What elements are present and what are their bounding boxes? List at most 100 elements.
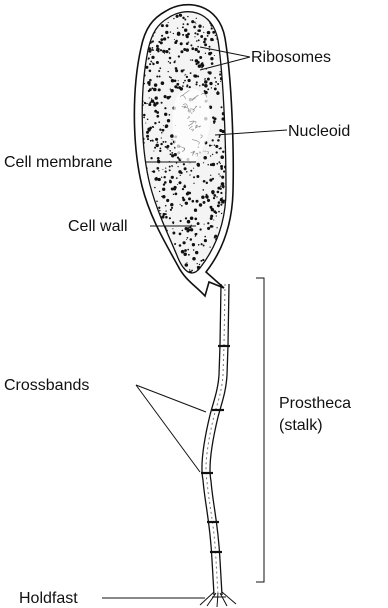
ribosome-dot [169, 150, 171, 152]
ribosome-dot [159, 129, 161, 131]
ribosome-dot [176, 15, 179, 18]
ribosome-dot [182, 241, 185, 244]
ribosome-dot [201, 243, 203, 245]
ribosome-dot [154, 187, 156, 189]
ribosome-dot [160, 38, 163, 41]
ribosome-dot [209, 246, 210, 247]
ribosome-dot [203, 41, 206, 44]
ribosome-dot [180, 220, 182, 222]
ribosome-dot [148, 243, 151, 246]
ribosome-dot [218, 173, 219, 174]
ribosome-dot [147, 208, 148, 209]
ribosome-dot [210, 225, 213, 228]
ribosome-dot [167, 148, 168, 149]
ribosome-dot [206, 182, 208, 184]
ribosome-dot [159, 76, 161, 78]
ribosome-dot [199, 85, 200, 86]
ribosome-dot [172, 221, 174, 223]
ribosome-dot [174, 39, 175, 40]
ribosome-dot [171, 139, 172, 140]
ribosome-dot [214, 55, 215, 56]
ribosome-dot [174, 41, 177, 44]
ribosome-dot [202, 83, 205, 86]
ribosome-dot [138, 213, 140, 215]
ribosome-dot [170, 142, 173, 145]
ribosome-dot [184, 28, 187, 31]
ribosome-dot [159, 191, 160, 192]
ribosome-dot [220, 199, 222, 201]
ribosome-dot [144, 83, 145, 84]
ribosome-dot [155, 239, 158, 242]
ribosome-dot [185, 217, 187, 219]
ribosome-dot [141, 262, 145, 266]
ribosome-dot [161, 254, 163, 256]
ribosome-dot [183, 23, 185, 25]
ribosome-dot [186, 86, 188, 88]
ribosome-dot [185, 74, 186, 75]
ribosome-dot [221, 106, 223, 108]
ribosome-dot [201, 67, 203, 69]
ribosome-dot [160, 49, 162, 51]
ribosome-dot [150, 128, 151, 129]
ribosome-dot [173, 279, 175, 281]
ribosome-dot [164, 113, 167, 116]
ribosome-dot [143, 216, 146, 219]
ribosome-dot [214, 87, 217, 90]
ribosome-dot [194, 74, 197, 77]
ribosome-dot [151, 87, 153, 89]
ribosome-dot [139, 271, 141, 273]
ribosome-dot [184, 18, 186, 20]
ribosome-dot [226, 245, 227, 246]
ribosome-dot [172, 228, 173, 229]
ribosome-dot [203, 245, 205, 247]
stalk-core [206, 284, 225, 595]
ribosome-dot [172, 232, 175, 235]
ribosome-dot [180, 42, 183, 45]
ribosome-dot [211, 27, 213, 29]
ribosome-dot [156, 201, 158, 203]
ribosome-dot [187, 249, 189, 251]
ribosome-dot [165, 170, 167, 172]
ribosome-dot [214, 145, 215, 146]
ribosome-dot [148, 47, 151, 50]
ribosome-dot [184, 278, 186, 280]
ribosome-dot [140, 208, 141, 209]
ribosome-dot [217, 191, 220, 194]
ribosome-dot [204, 84, 208, 88]
ribosome-dot [204, 79, 205, 80]
ribosome-dot [170, 134, 174, 138]
ribosome-dot [213, 275, 214, 276]
ribosome-dot [164, 53, 165, 54]
ribosome-dot [199, 228, 201, 230]
ribosome-dot [194, 218, 197, 221]
ribosome-dot [207, 88, 209, 90]
ribosome-dot [221, 14, 223, 16]
ribosome-dot [170, 89, 173, 92]
ribosome-dot [165, 205, 167, 207]
ribosome-dot [179, 244, 182, 247]
ribosome-dot [144, 271, 146, 273]
ribosome-dot [158, 41, 160, 43]
ribosome-dot [159, 67, 161, 69]
ribosome-dot [225, 245, 227, 247]
ribosome-dot [144, 102, 146, 104]
ribosome-dot [228, 12, 230, 14]
ribosome-dot [210, 206, 213, 209]
ribosome-dot [225, 275, 228, 278]
ribosome-dot [151, 56, 154, 59]
ribosome-dot [221, 17, 223, 19]
prostheca-bracket [256, 278, 264, 582]
ribosome-dot [214, 235, 217, 238]
ribosome-dot [163, 264, 165, 266]
ribosome-dot [151, 261, 155, 265]
ribosome-dot [203, 180, 205, 182]
ribosome-dot [219, 71, 220, 72]
ribosome-dot [199, 264, 200, 265]
ribosome-dot [159, 258, 163, 262]
ribosome-dot [209, 82, 212, 85]
ribosome-dot [180, 204, 181, 205]
ribosome-dot [164, 181, 167, 184]
ribosome-dot [175, 193, 178, 196]
ribosome-dot [197, 222, 200, 225]
ribosome-dot [148, 84, 150, 86]
